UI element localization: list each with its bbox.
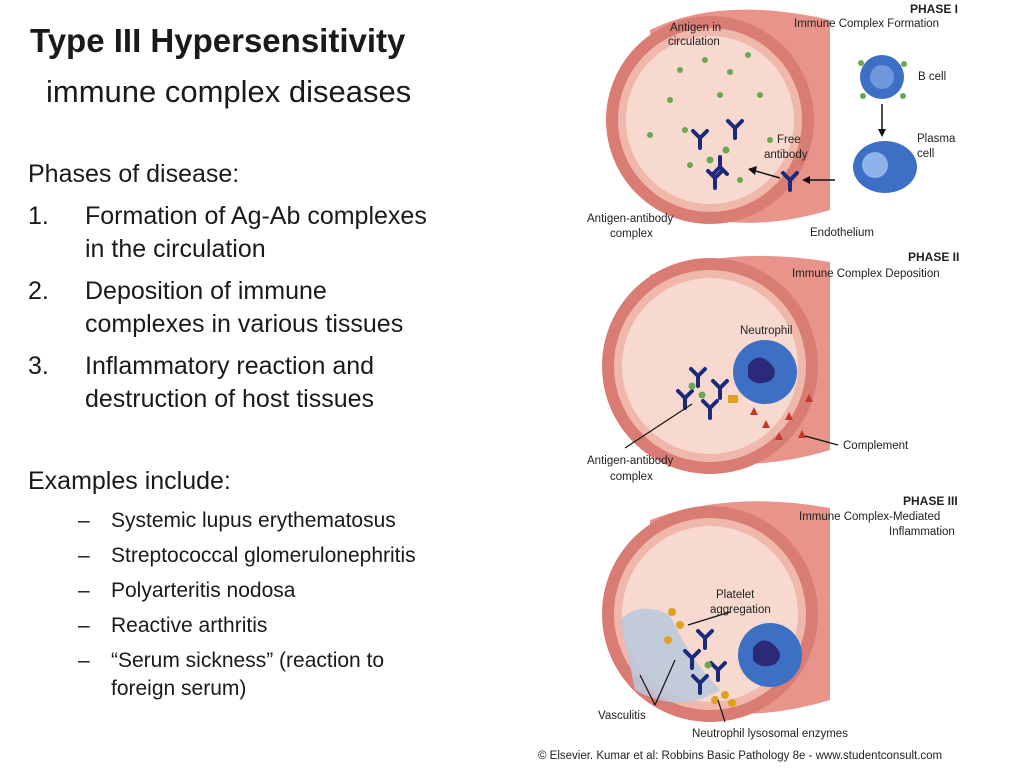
bullet-dash: –: [78, 649, 90, 672]
bullet-dash: –: [78, 614, 90, 637]
image-credit: © Elsevier. Kumar et al: Robbins Basic P…: [538, 750, 943, 762]
phase-item: 1. Formation of Ag-Ab complexes in the c…: [28, 200, 498, 266]
b-cell-label: B cell: [918, 71, 946, 83]
example-item: – “Serum sickness” (reaction to foreign …: [78, 647, 498, 703]
example-item: – Systemic lupus erythematosus: [78, 507, 498, 535]
example-line: Polyarteritis nodosa: [111, 579, 296, 602]
phase-line: in the circulation: [85, 235, 266, 263]
phase-number: 1.: [28, 202, 49, 230]
phase-one-subtitle: Immune Complex Formation: [794, 18, 939, 30]
phase-two-panel: PHASE II Immune Complex Deposition Neutr…: [587, 250, 959, 483]
deposited-complex: [676, 367, 738, 420]
phase-line: Formation of Ag-Ab complexes: [85, 202, 427, 230]
example-line: Systemic lupus erythematosus: [111, 509, 396, 532]
plasma-cell-label: Plasma: [917, 133, 956, 145]
phase-two-title: PHASE II: [908, 250, 959, 264]
platelet-aggregates: [664, 608, 736, 707]
example-line: Streptococcal glomerulonephritis: [111, 544, 416, 567]
phase-three-title: PHASE III: [903, 494, 958, 508]
antigen-particles: [647, 52, 773, 183]
phase-item: 3. Inflammatory reaction and destruction…: [28, 350, 498, 416]
slide-title: Type III Hypersensitivity: [30, 22, 406, 59]
bullet-dash: –: [78, 544, 90, 567]
antibody-complex: [691, 119, 744, 190]
antigen-label: circulation: [668, 36, 720, 48]
phase-list: 1. Formation of Ag-Ab complexes in the c…: [28, 200, 498, 425]
b-cell-icon: [858, 55, 907, 99]
phase-line: complexes in various tissues: [85, 310, 404, 338]
complex-label: complex: [610, 228, 653, 240]
complement-label: Complement: [843, 440, 909, 452]
plasma-cell-label: cell: [917, 148, 934, 160]
neutrophil-icon: [733, 340, 797, 404]
phase-line: destruction of host tissues: [85, 385, 375, 413]
neutrophil-label: Neutrophil: [740, 325, 792, 337]
complex-label: complex: [610, 471, 653, 483]
enzymes-label: Neutrophil lysosomal enzymes: [692, 728, 848, 740]
example-line: Reactive arthritis: [111, 614, 268, 637]
bullet-dash: –: [78, 579, 90, 602]
example-line: foreign serum): [111, 677, 247, 700]
example-item: – Streptococcal glomerulonephritis: [78, 542, 498, 570]
phase-number: 2.: [28, 277, 49, 305]
phase-three-panel: PHASE III Immune Complex-Mediated Inflam…: [598, 494, 958, 740]
example-line: “Serum sickness” (reaction to: [111, 649, 385, 672]
complement-particles: [750, 394, 813, 440]
phase-one-panel: PHASE I Immune Complex Formation Antigen…: [587, 2, 958, 240]
free-antibody-label: Free: [777, 134, 801, 146]
phase-line: Inflammatory reaction and: [85, 352, 375, 380]
phase-line: Deposition of immune: [85, 277, 327, 305]
complex-label: Antigen-antibody: [587, 213, 674, 225]
phase-number: 3.: [28, 352, 49, 380]
bullet-dash: –: [78, 509, 90, 532]
example-list: – Systemic lupus erythematosus – Strepto…: [78, 507, 498, 710]
slide-subtitle: immune complex diseases: [46, 74, 412, 109]
phase-item: 2. Deposition of immune complexes in var…: [28, 275, 498, 341]
vessel-lumen: [626, 36, 794, 204]
antigen-label: Antigen in: [670, 22, 721, 34]
free-antibody-label: antibody: [764, 149, 808, 161]
examples-heading: Examples include:: [28, 467, 231, 495]
phases-heading: Phases of disease:: [28, 160, 240, 188]
phase-three-subtitle: Inflammation: [889, 526, 955, 538]
platelet-label: aggregation: [710, 604, 771, 616]
vasculitis-label: Vasculitis: [598, 710, 646, 722]
neutrophil-icon: [738, 623, 802, 687]
tissue-complex: [683, 629, 727, 695]
example-item: – Polyarteritis nodosa: [78, 577, 498, 605]
endothelium-label: Endothelium: [810, 227, 874, 239]
complex-label: Antigen-antibody: [587, 455, 674, 467]
immune-complex-figure: PHASE I Immune Complex Formation Antigen…: [587, 2, 959, 740]
example-item: – Reactive arthritis: [78, 612, 498, 640]
phase-one-title: PHASE I: [910, 2, 958, 16]
plasma-cell-icon: [853, 141, 917, 193]
phase-three-subtitle: Immune Complex-Mediated: [799, 511, 940, 523]
platelet-label: Platelet: [716, 589, 755, 601]
phase-two-subtitle: Immune Complex Deposition: [792, 268, 940, 280]
